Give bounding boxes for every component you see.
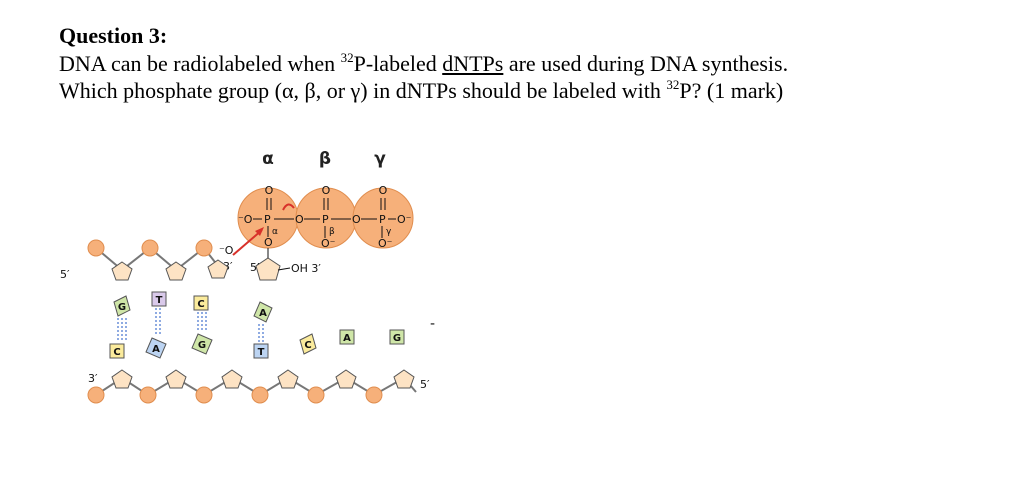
oh-3-prime-label: OH 3′ [291, 262, 321, 275]
question-block: Question 3: DNA can be radiolabeled when… [59, 22, 999, 104]
base-g-bottom-1: G [191, 333, 213, 355]
svg-text:C: C [197, 299, 204, 310]
line1-text-b: P-labeled [353, 51, 443, 76]
beta-bottom-o-minus: O⁻ [321, 237, 336, 250]
superscript-32: 32 [340, 50, 354, 65]
svg-text:G: G [198, 340, 206, 351]
question-line-1: DNA can be radiolabeled when 32P-labeled… [59, 50, 999, 77]
top-5-prime-label: 5′ [60, 268, 70, 281]
svg-text:A: A [343, 333, 351, 344]
incoming-5-prime: 5′ [250, 261, 260, 274]
base-a-bottom-2: A [339, 329, 355, 345]
bottom-3-prime-label: 3′ [88, 372, 98, 385]
alpha-p: P [264, 213, 271, 226]
base-c-bottom-2: C [299, 333, 317, 355]
base-c-top: C [193, 295, 209, 311]
left-neg-o: ⁻O [238, 213, 253, 226]
question-title: Question 3: [59, 23, 168, 48]
superscript-32-b: 32 [666, 77, 680, 92]
label-beta: β [319, 149, 331, 169]
line1-text-a: DNA can be radiolabeled when [59, 51, 341, 76]
svg-text:T: T [156, 295, 163, 306]
base-g-bottom-2: G [389, 329, 405, 345]
base-g-top: G [113, 295, 131, 317]
gamma-sub: γ [386, 227, 392, 237]
beta-sub: β [329, 227, 335, 237]
svg-text:G: G [118, 302, 126, 313]
line2-text-b: P? (1 mark) [679, 78, 784, 103]
gamma-bottom-o-minus: O⁻ [378, 237, 393, 250]
right-o-minus: O⁻ [397, 213, 412, 226]
label-gamma: γ [374, 149, 386, 169]
top-strand-backbone [87, 239, 229, 281]
bridge-o-1: O [295, 213, 304, 226]
bottom-5-prime-label: 5′ [420, 378, 430, 391]
base-t-bottom: T [253, 343, 269, 359]
svg-text:C: C [113, 347, 120, 358]
gamma-p: P [379, 213, 386, 226]
alpha-sub: α [272, 227, 278, 237]
alpha-top-o: O [265, 184, 274, 197]
incoming-sugar: OH 3′ 5′ [250, 248, 321, 281]
svg-text:A: A [259, 308, 267, 319]
alpha-bottom-o: O [264, 236, 273, 249]
line1-text-c: are used during DNA synthesis. [503, 51, 789, 76]
beta-top-o: O [322, 184, 331, 197]
hydrogen-bonds [117, 308, 264, 342]
dntps-underlined: dNTPs [442, 51, 504, 76]
line2-text-a: Which phosphate group (α, β, or γ) in dN… [59, 78, 667, 103]
base-c-bottom-1: C [109, 343, 125, 359]
base-a-top: A [253, 301, 273, 323]
base-a-bottom-1: A [145, 337, 167, 359]
growing-o-minus: ⁻O [219, 244, 234, 257]
svg-text:A: A [152, 344, 160, 355]
phosphate-gamma [352, 187, 414, 249]
gamma-top-o: O [379, 184, 388, 197]
bridge-o-2: O [352, 213, 361, 226]
base-t-top: T [151, 291, 167, 307]
svg-text:T: T [258, 347, 265, 358]
svg-text:G: G [393, 333, 401, 344]
dna-synthesis-diagram: α β γ O O O ⁻O P O P O P O⁻ O O⁻ O⁻ α β … [60, 149, 435, 404]
beta-p: P [322, 213, 329, 226]
label-alpha: α [262, 149, 274, 169]
bottom-strand-backbone [87, 369, 417, 404]
svg-text:C: C [304, 340, 311, 351]
stray-dash: - [430, 316, 435, 332]
nucleophilic-attack-arrow [232, 203, 295, 256]
question-line-2: Which phosphate group (α, β, or γ) in dN… [59, 77, 999, 104]
